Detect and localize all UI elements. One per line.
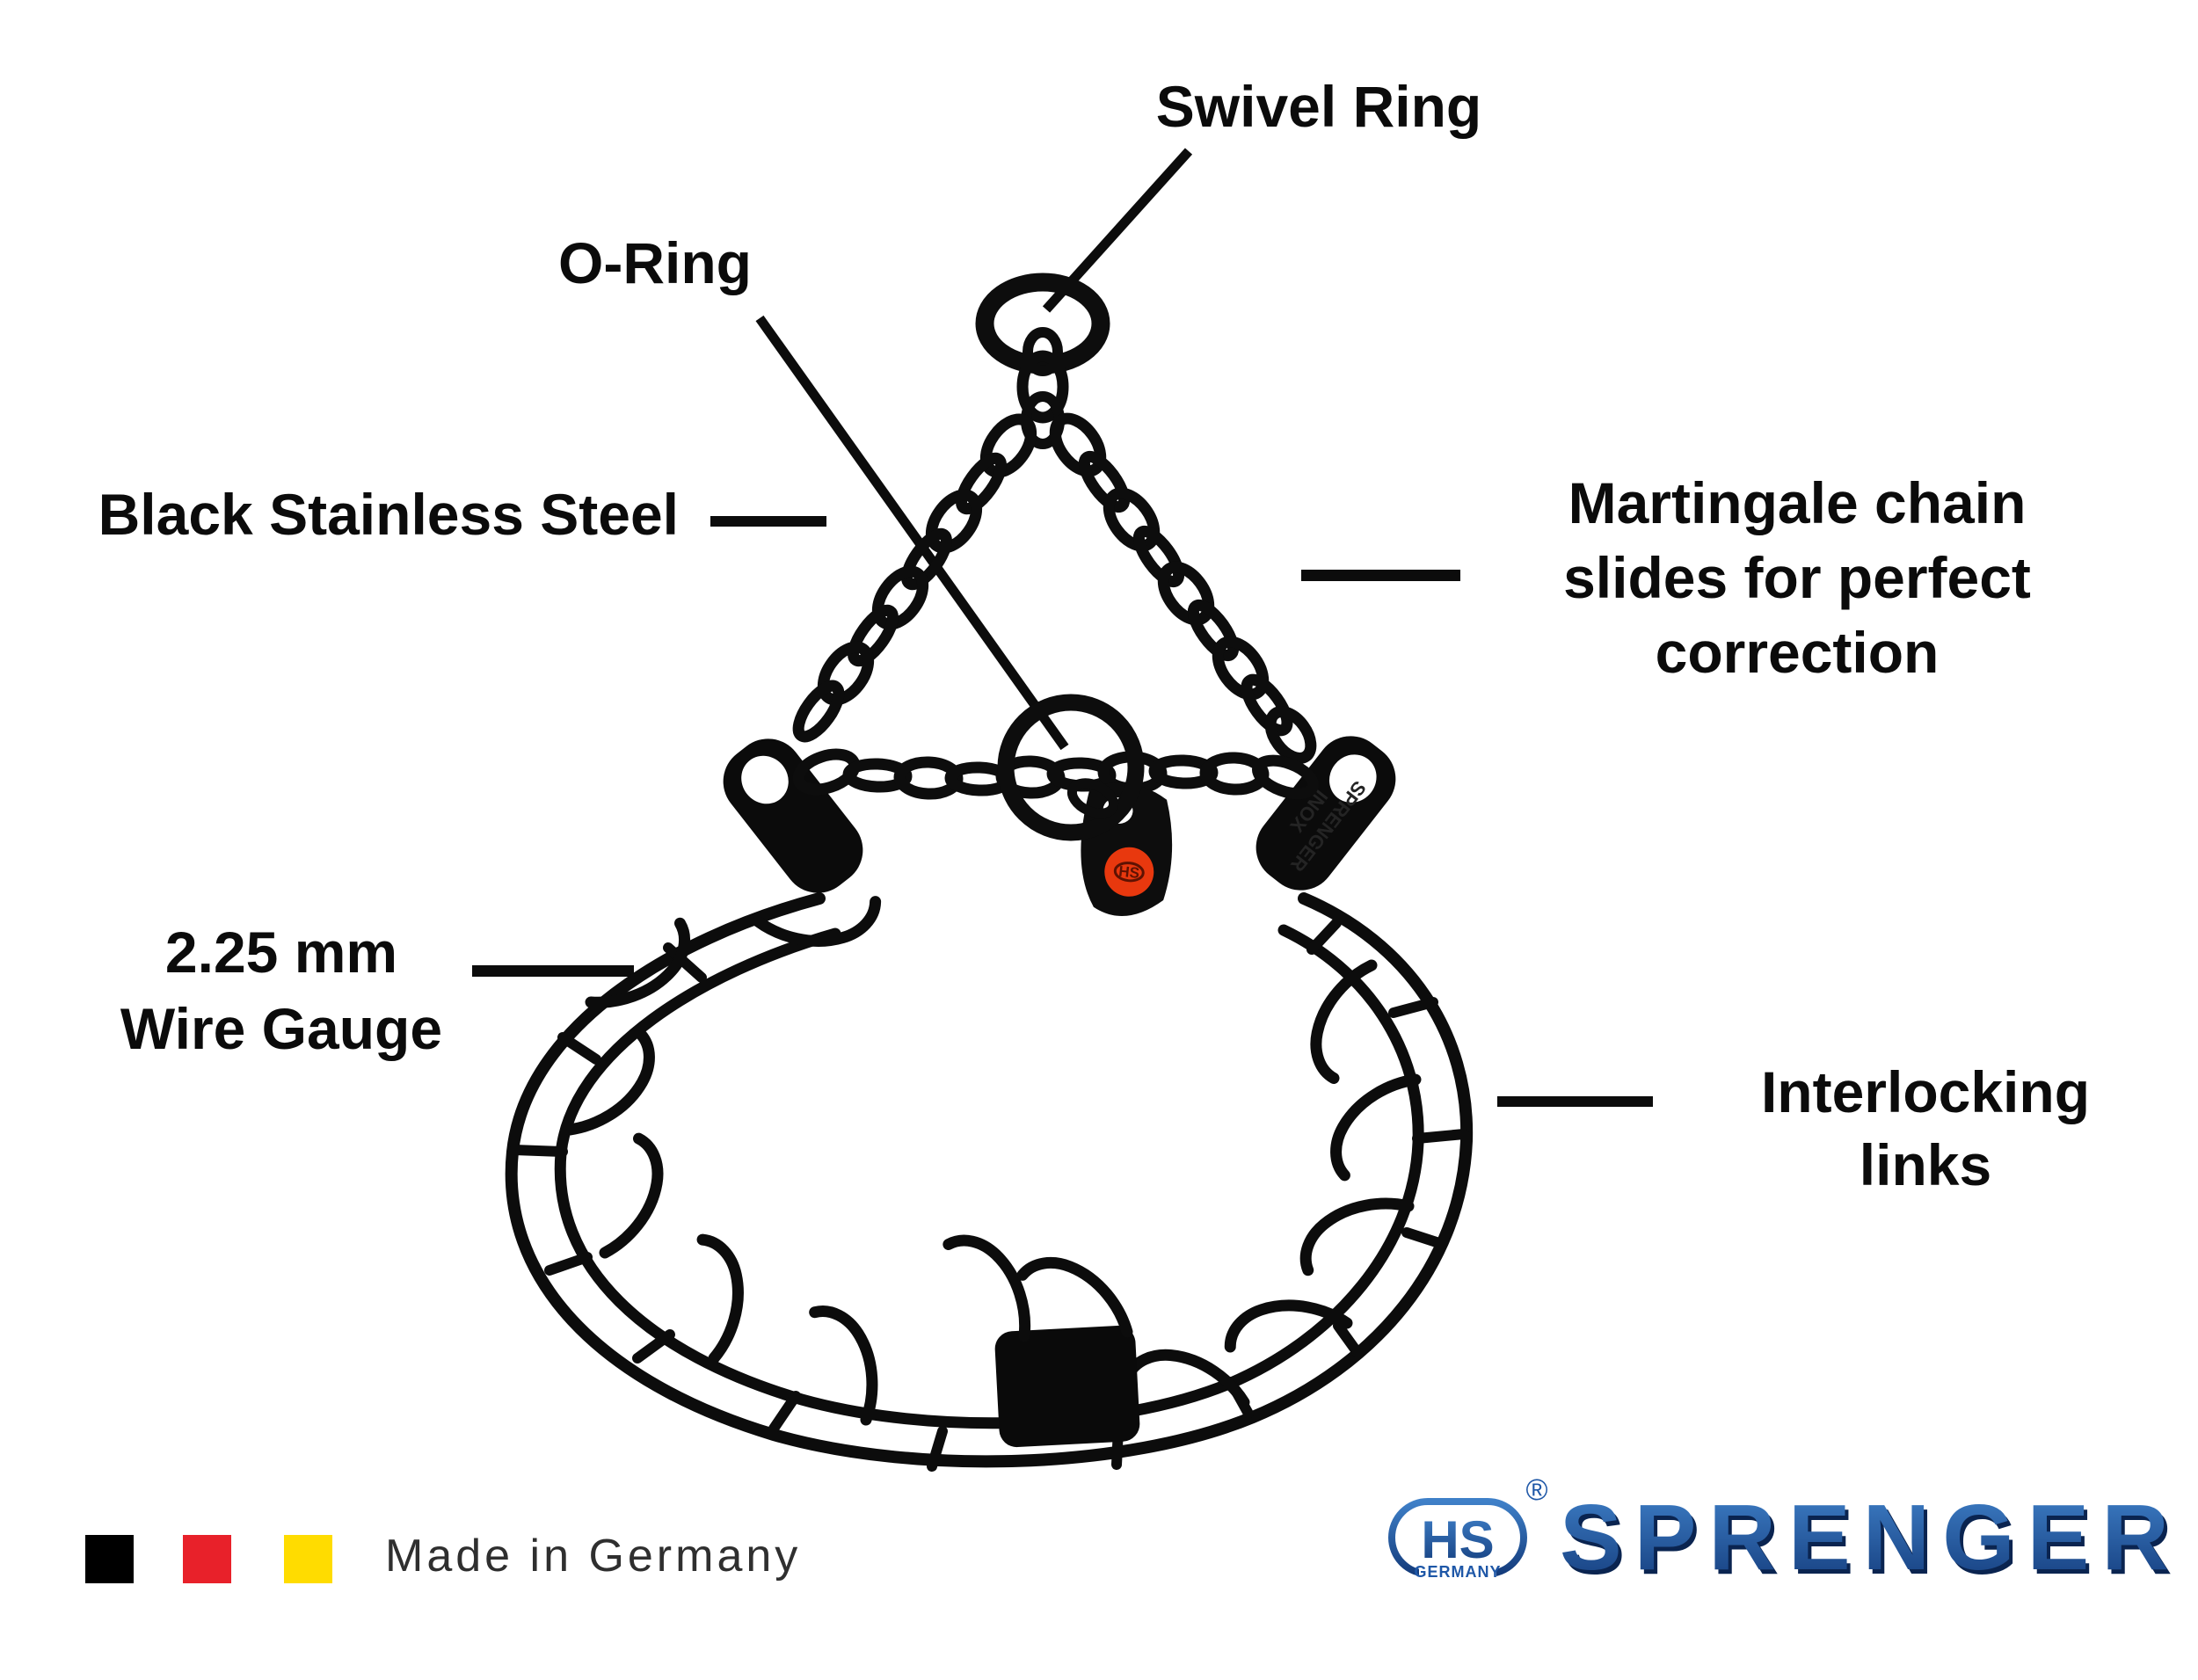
o-ring-leader-line — [755, 315, 1069, 751]
swivel-ring-label: Swivel Ring — [1155, 74, 1482, 139]
martingale-chain-horizontal — [792, 748, 1319, 800]
martingale-label-line3: correction — [1655, 620, 1940, 685]
o-ring — [997, 694, 1145, 841]
red-hs-dot — [1104, 847, 1154, 897]
sprenger-wordmark-shadow: SPRENGER — [1563, 1490, 2173, 1594]
wire-gauge-label-line1: 2.25 mm — [164, 920, 398, 985]
sprenger-wordmark: SPRENGER SPRENGER — [1560, 1486, 2173, 1594]
flag-red-square — [183, 1535, 231, 1583]
wire-gauge-label-line2: Wire Gauge — [120, 996, 443, 1061]
left-plate — [723, 738, 863, 893]
sprenger-wordmark-text: SPRENGER — [1560, 1486, 2173, 1589]
sprenger-logo: HS GERMANY ® SPRENGER SPRENGER — [1388, 1473, 2173, 1594]
interlocking-links-label: Interlocking links — [1662, 1056, 2189, 1202]
right-plate: SPRENGER INOX — [1255, 736, 1396, 891]
tag-monogram: HS — [1117, 863, 1139, 882]
made-in-germany-text: Made in Germany — [385, 1531, 802, 1582]
martingale-chain-left — [792, 413, 1037, 743]
registered-mark: ® — [1525, 1473, 1547, 1507]
flag-yellow-square — [284, 1535, 332, 1583]
o-ring-inner-link — [1066, 778, 1119, 818]
flag-black-square — [85, 1535, 134, 1583]
martingale-label: Martingale chain slides for perfect corr… — [1489, 466, 2105, 690]
germany-text: GERMANY — [1414, 1563, 1501, 1581]
german-flag-squares — [85, 1535, 332, 1583]
o-ring-label: O-Ring — [558, 230, 752, 295]
hs-monogram-text: HS — [1421, 1510, 1494, 1569]
martingale-dash-line — [1301, 570, 1460, 581]
bottom-plate — [994, 1325, 1140, 1448]
martingale-label-line2: slides for perfect — [1563, 545, 2031, 610]
martingale-label-line1: Martingale chain — [1568, 470, 2027, 535]
wire-gauge-dash-line — [472, 965, 634, 977]
martingale-chain-right — [1049, 412, 1317, 764]
black-stainless-steel-label: Black Stainless Steel — [98, 482, 679, 547]
black-stainless-steel-dash-line — [710, 516, 826, 527]
hs-badge: HS GERMANY ® — [1388, 1473, 1548, 1581]
interlocking-label-line2: links — [1859, 1132, 1992, 1197]
wire-gauge-label: 2.25 mm Wire Gauge — [53, 914, 510, 1067]
interlocking-dash-line — [1497, 1096, 1653, 1107]
interlocking-label-line1: Interlocking — [1760, 1059, 2091, 1124]
